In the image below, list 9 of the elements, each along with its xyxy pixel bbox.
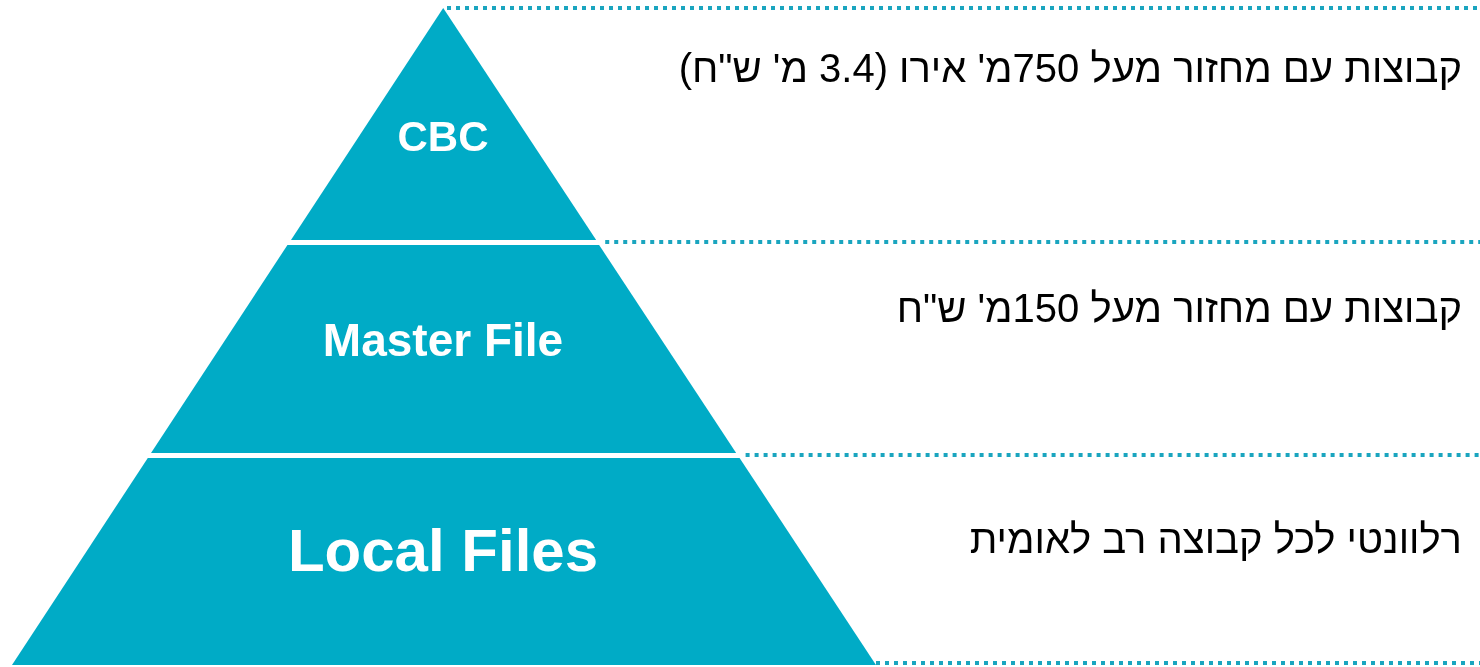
tier-description: קבוצות עם מחזור מעל 750מ' אירו (3.4 מ' ש"ח) <box>678 46 1462 91</box>
tier-label: CBC <box>397 113 489 161</box>
tier-description: קבוצות עם מחזור מעל 150מ' ש"ח <box>896 286 1462 331</box>
pyramid-apex <box>290 8 596 240</box>
tier-label: Local Files <box>287 515 599 585</box>
pyramid-tier <box>151 245 737 453</box>
tier-description: רלוונטי לכל קבוצה רב לאומית <box>969 517 1462 562</box>
pyramid-tier <box>12 458 876 665</box>
tier-label: Master File <box>322 313 564 367</box>
